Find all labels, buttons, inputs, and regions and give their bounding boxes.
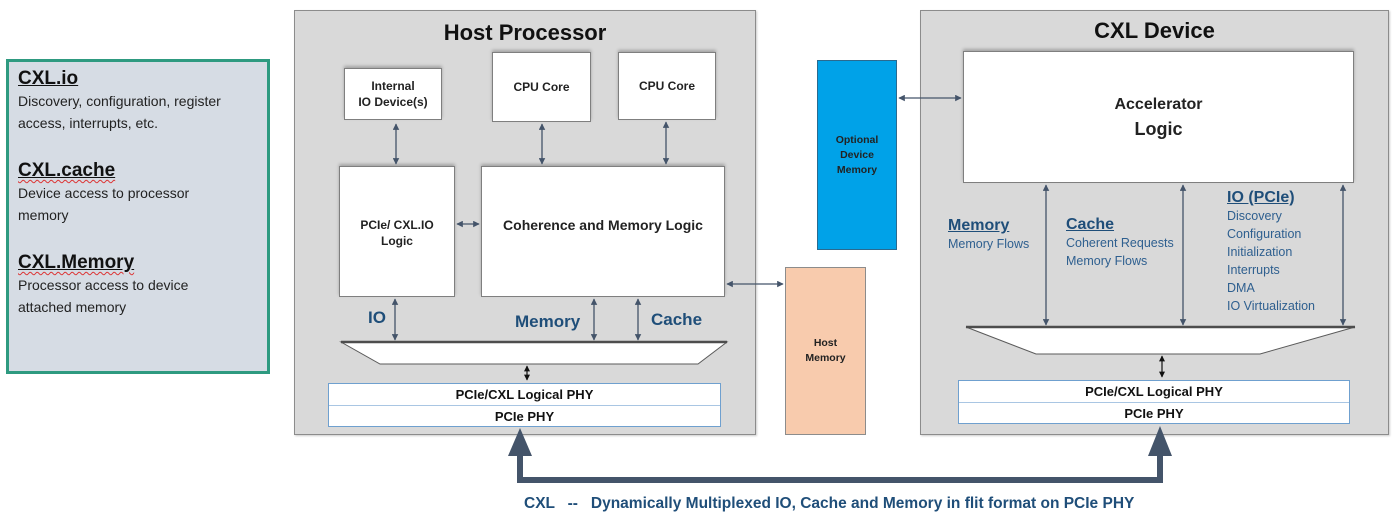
device-cache-channel: Cache Coherent Requests Memory Flows: [1066, 216, 1174, 270]
channel-item: Interrupts: [1227, 263, 1280, 277]
box-label: Device: [840, 148, 874, 161]
legend-text: Device access to processor: [18, 185, 190, 201]
box-label: Optional: [835, 133, 879, 146]
legend-cxl-io: CXL.io Discovery, configuration, registe…: [18, 68, 258, 134]
box-label: IO Device(s): [358, 95, 428, 109]
device-io-channel: IO (PCIe) Discovery Configuration Initia…: [1227, 189, 1315, 315]
box-label: PCIe/ CXL.IO: [360, 218, 434, 232]
box-label: Logic: [1134, 119, 1183, 139]
device-logical-phy: PCIe/CXL Logical PHY: [1085, 384, 1223, 399]
box-label: Memory: [836, 163, 878, 176]
cpu-core-box-2: CPU Core: [618, 52, 716, 120]
channel-item: Memory Flows: [1066, 254, 1148, 268]
box-label: Logic: [380, 234, 413, 248]
box-label: Host: [813, 337, 838, 349]
cxl-device-title: CXL Device: [1094, 18, 1215, 43]
legend-title: CXL.Memory: [18, 252, 135, 273]
pcie-cxl-io-logic-box: PCIe/ CXL.IO Logic: [339, 166, 455, 297]
box-label: Memory: [805, 352, 846, 364]
cxl-link-arrowhead-device: [1148, 426, 1172, 456]
box-label: Coherence and Memory Logic: [503, 217, 703, 233]
legend-title: CXL.io: [18, 68, 79, 89]
channel-item: Memory Flows: [948, 237, 1030, 251]
legend-text: Discovery, configuration, register: [18, 93, 221, 109]
legend-title: CXL.cache: [18, 160, 116, 181]
host-logical-phy: PCIe/CXL Logical PHY: [455, 387, 594, 402]
cpu-core-box-1: CPU Core: [492, 52, 591, 122]
box-label: Accelerator: [1114, 96, 1203, 113]
channel-item: Coherent Requests: [1066, 236, 1174, 250]
channel-item: Initialization: [1227, 245, 1293, 259]
coherence-memory-logic-box: Coherence and Memory Logic: [481, 166, 725, 297]
channel-title: Cache: [1066, 216, 1115, 233]
channel-title: Memory: [948, 217, 1010, 234]
box-label: CPU Core: [638, 79, 695, 93]
host-pcie-phy: PCIe PHY: [329, 405, 720, 427]
box-label: Internal: [371, 79, 415, 93]
internal-io-device-box: Internal IO Device(s): [344, 68, 442, 120]
channel-item: Configuration: [1227, 227, 1302, 241]
device-phy-stack: PCIe/CXL Logical PHY PCIe PHY: [958, 380, 1350, 424]
channel-item: Discovery: [1227, 209, 1282, 223]
device-memory-channel: Memory Memory Flows: [948, 217, 1029, 253]
channel-item: IO Virtualization: [1227, 299, 1316, 313]
legend-cxl-cache: CXL.cache Device access to processor mem…: [18, 160, 258, 226]
legend-cxl-memory: CXL.Memory Processor access to device at…: [18, 252, 258, 318]
io-label: IO: [368, 308, 386, 327]
legend-text: Processor access to device: [18, 277, 189, 293]
cxl-caption: CXL -- Dynamically Multiplexed IO, Cache…: [524, 495, 1135, 512]
host-processor-title: Host Processor: [443, 20, 607, 45]
memory-label: Memory: [515, 312, 581, 331]
host-mux: [339, 341, 729, 365]
cache-label: Cache: [651, 310, 703, 329]
cxl-link-arrowhead-host: [508, 428, 532, 456]
device-pcie-phy: PCIe PHY: [959, 402, 1349, 424]
channel-title: IO (PCIe): [1227, 189, 1295, 206]
legend-text: memory: [18, 207, 69, 223]
host-phy-stack: PCIe/CXL Logical PHY PCIe PHY: [328, 383, 721, 427]
box-label: CPU Core: [513, 80, 570, 94]
cxl-link-arrow: [517, 455, 1163, 483]
channel-item: DMA: [1227, 281, 1255, 295]
legend-text: attached memory: [18, 299, 127, 315]
device-mux: [965, 326, 1356, 355]
protocol-legend: CXL.io Discovery, configuration, registe…: [6, 59, 270, 374]
legend-text: access, interrupts, etc.: [18, 115, 159, 131]
